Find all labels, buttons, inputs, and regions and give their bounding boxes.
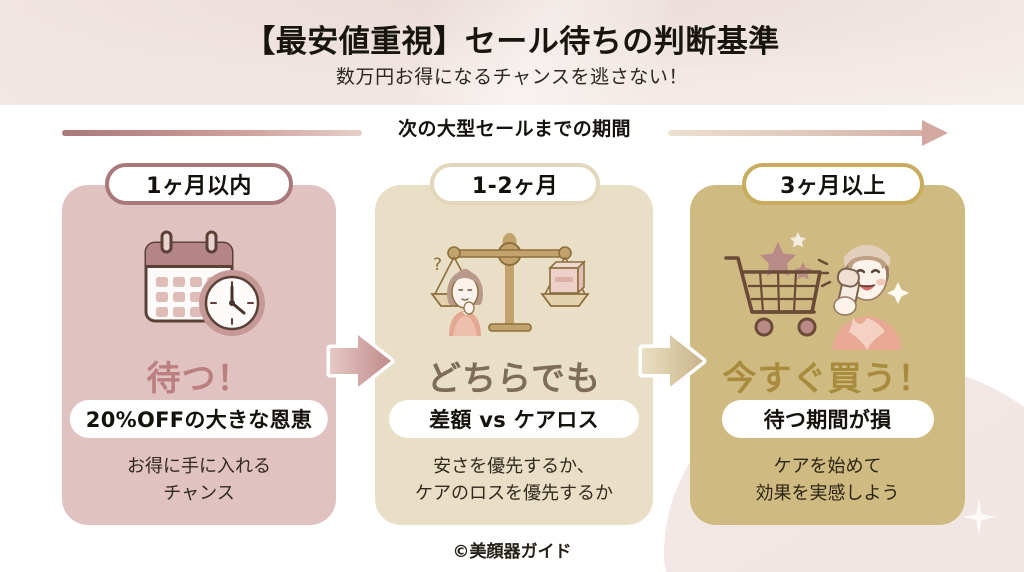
arrow-right-pink-icon xyxy=(322,330,400,392)
card-description-line: 効果を実感しよう xyxy=(755,483,900,504)
card-key-phrase-2: 差額 vs ケアロス xyxy=(389,400,639,438)
badge-1-to-2-months: 1-2ヶ月 xyxy=(430,163,600,205)
card-headline-1: 待つ！ xyxy=(146,359,252,399)
card-description-1: お得に手に入れる チャンス xyxy=(62,453,336,507)
svg-text:?: ? xyxy=(433,255,442,275)
card-1-to-2-months[interactable]: ? どちらでも 差額 vs ケアロス 安さを優先するか、 ケアのロスを優先するか xyxy=(375,185,653,525)
arrow-right-gold-icon xyxy=(634,330,712,392)
badge-3-months-or-more: 3ヶ月以上 xyxy=(742,163,924,205)
page-subtitle: 数万円お得になるチャンスを逃さない！ xyxy=(335,66,689,88)
card-headline-2: どちらでも xyxy=(427,359,601,399)
card-within-1-month[interactable]: 待つ！ 20%OFFの大きな恩恵 お得に手に入れる チャンス xyxy=(62,185,336,525)
card-3-months-or-more[interactable]: 今すぐ買う！ 待つ期間が損 ケアを始めて 効果を実感しよう xyxy=(690,185,965,525)
shopping-cart-happy-woman-icon xyxy=(690,223,965,351)
card-description-line: 安さを優先するか、 xyxy=(433,456,595,477)
card-description-2: 安さを優先するか、 ケアのロスを優先するか xyxy=(375,453,653,507)
card-description-line: チャンス xyxy=(163,483,235,504)
card-key-phrase-3: 待つ期間が損 xyxy=(721,400,934,438)
timeline: 次の大型セールまでの期間 xyxy=(62,112,964,156)
credit-footer: ©美顔器ガイド xyxy=(452,542,572,562)
balance-scale-thinking-woman-icon: ? xyxy=(375,223,653,351)
timeline-line-left xyxy=(62,130,362,136)
badge-within-1-month: 1ヶ月以内 xyxy=(105,163,293,205)
timeline-line-right xyxy=(668,130,928,136)
header-band xyxy=(0,0,1024,105)
page-title: 【最安値重視】セール待ちの判断基準 xyxy=(244,24,780,60)
timeline-arrow-icon xyxy=(922,120,948,146)
sparkle-decoration-small-icon xyxy=(962,498,996,536)
card-description-line: ケアのロスを優先するか xyxy=(415,483,613,504)
card-description-3: ケアを始めて 効果を実感しよう xyxy=(690,453,965,507)
timeline-label: 次の大型セールまでの期間 xyxy=(398,118,631,140)
calendar-clock-icon xyxy=(62,223,336,351)
card-description-line: ケアを始めて xyxy=(773,456,882,477)
card-key-phrase-1: 20%OFFの大きな恩恵 xyxy=(69,400,329,438)
card-description-line: お得に手に入れる xyxy=(127,456,271,477)
card-headline-3: 今すぐ買う！ xyxy=(722,359,933,399)
